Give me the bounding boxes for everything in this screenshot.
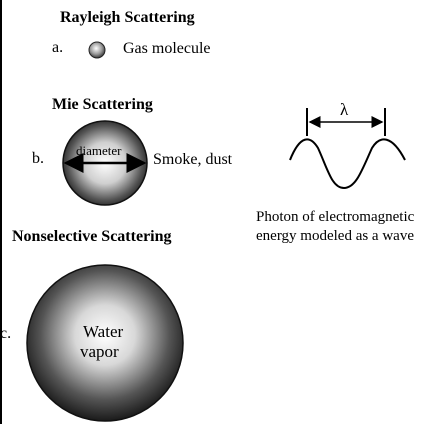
lambda-symbol: λ [340, 100, 349, 119]
gas-molecule-sphere [88, 41, 106, 59]
mie-title: Mie Scattering [52, 96, 153, 113]
water-vapor-sphere [26, 264, 184, 422]
smoke-dust-label: Smoke, dust [153, 151, 233, 168]
gas-molecule-label: Gas molecule [123, 40, 211, 57]
nonselective-title: Nonselective Scattering [12, 228, 172, 245]
rayleigh-letter: a. [52, 39, 64, 56]
vapor-label: vapor [80, 342, 119, 361]
mie-letter: b. [32, 150, 44, 167]
wave-caption-line2: energy modeled as a wave [256, 228, 414, 244]
rayleigh-title: Rayleigh Scattering [60, 9, 195, 26]
wave-curve [289, 138, 406, 190]
diameter-label: diameter [76, 143, 122, 158]
water-label: Water [83, 322, 124, 341]
wave-caption-line1: Photon of electromagnetic [256, 209, 415, 225]
left-border [0, 0, 2, 424]
nonselective-letter: c. [0, 325, 12, 342]
